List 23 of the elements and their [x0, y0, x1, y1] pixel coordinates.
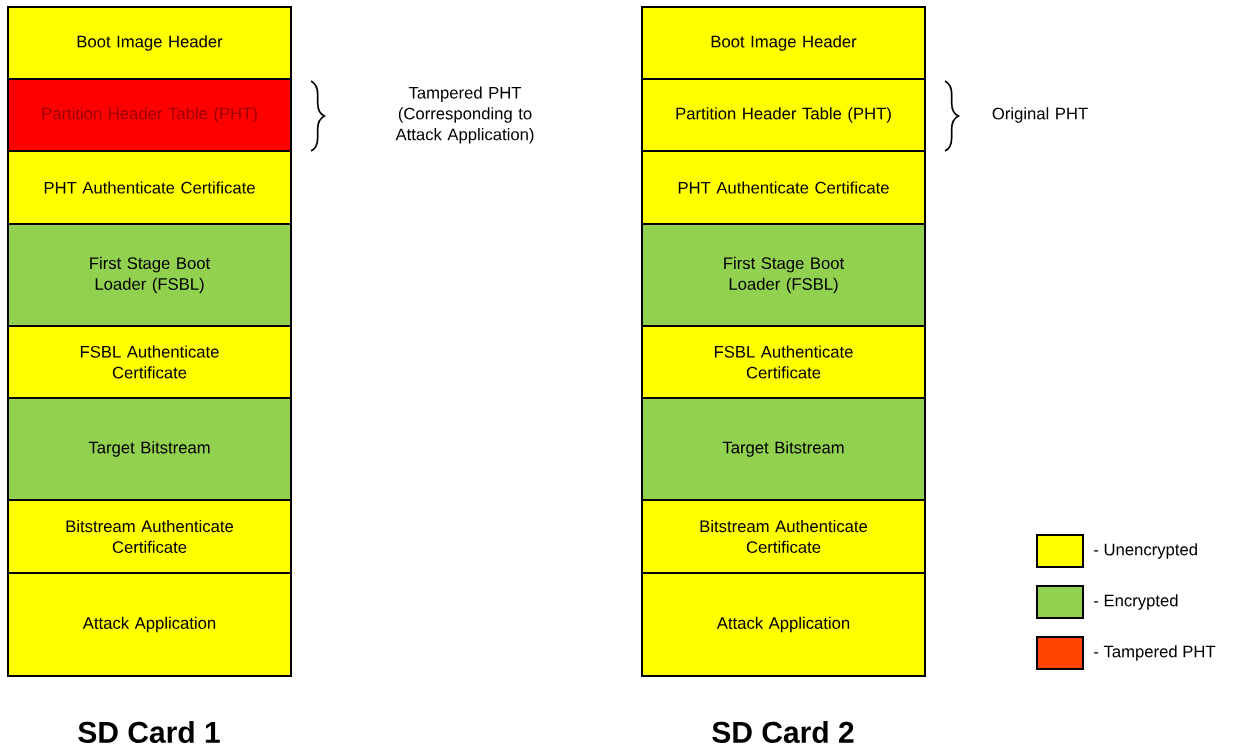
legend-text: - Unencrypted [1094, 543, 1197, 559]
memory-section-box: Partition Header Table (PHT) [7, 78, 292, 152]
annotation-text: Original PHT [992, 107, 1088, 123]
memory-section-box: Boot Image Header [7, 6, 292, 80]
memory-section-box: PHT Authenticate Certificate [641, 150, 926, 225]
memory-section-box: Boot Image Header [641, 6, 926, 80]
memory-section-box: Target Bitstream [7, 397, 292, 501]
memory-section-box: Target Bitstream [641, 397, 926, 501]
memory-section-box: Bitstream Authenticate Certificate [7, 499, 292, 574]
memory-section-box: Attack Application [641, 572, 926, 677]
memory-section-box: FSBL Authenticate Certificate [7, 325, 292, 399]
memory-section-box: PHT Authenticate Certificate [7, 150, 292, 225]
legend-text: - Encrypted [1094, 594, 1178, 610]
annotation-text: Tampered PHT (Corresponding to Attack Application) [395, 86, 534, 144]
card-title: SD Card 1 [78, 720, 220, 743]
memory-section-box: FSBL Authenticate Certificate [641, 325, 926, 399]
legend-text: - Tampered PHT [1094, 645, 1216, 661]
memory-section-box: First Stage Boot Loader (FSBL) [7, 223, 292, 327]
card-title: SD Card 2 [712, 720, 854, 743]
memory-section-box: Bitstream Authenticate Certificate [641, 499, 926, 574]
memory-section-box: First Stage Boot Loader (FSBL) [641, 223, 926, 327]
memory-section-box: Attack Application [7, 572, 292, 677]
memory-section-box: Partition Header Table (PHT) [641, 78, 926, 152]
